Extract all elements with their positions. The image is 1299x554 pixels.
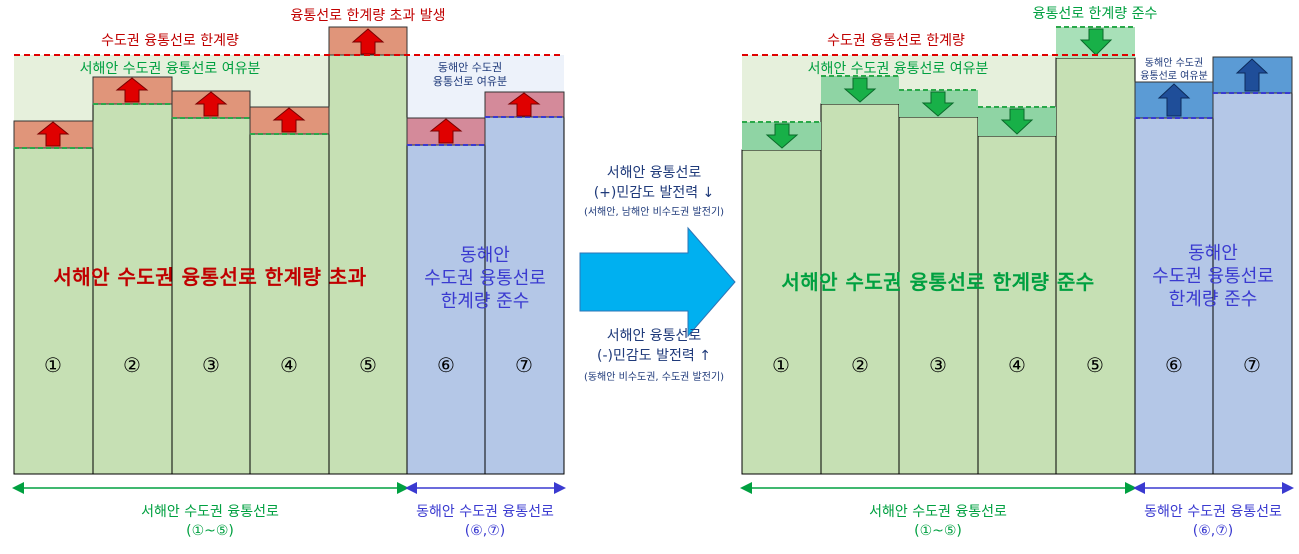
bar-number: ③ bbox=[202, 353, 220, 377]
bar-5 bbox=[1055, 57, 1136, 475]
down-arrow-icon bbox=[1000, 108, 1034, 135]
bar-number: ⑤ bbox=[359, 353, 377, 377]
bar-3 bbox=[171, 117, 251, 475]
east-text: 한계량 준수 bbox=[441, 291, 530, 312]
west-margin-label: 서해안 수도권 융통선로 여유분 bbox=[80, 61, 261, 77]
bar-number: ① bbox=[772, 353, 790, 377]
up-arrow-icon bbox=[115, 77, 149, 103]
bottom-east-label: 동해안 수도권 융통선로 bbox=[1144, 504, 1282, 520]
limit-label: 수도권 융통선로 한계량 bbox=[827, 33, 965, 49]
up-arrow-icon bbox=[429, 118, 463, 144]
east-text: 수도권 융통선로 bbox=[1152, 266, 1274, 287]
top-annotation: 융통선로 한계량 준수 bbox=[1033, 6, 1158, 22]
down-arrow-icon bbox=[1079, 28, 1113, 56]
bar-3 bbox=[898, 116, 979, 475]
bar-number: ⑥ bbox=[1165, 353, 1183, 377]
bar-1 bbox=[13, 147, 94, 475]
up-arrow-icon bbox=[194, 91, 228, 117]
left-panel: 융통선로 한계량 초과 발생 수도권 융통선로 한계량 서해안 수도권 융통선로… bbox=[12, 8, 566, 539]
bottom-west-label: 서해안 수도권 융통선로 bbox=[141, 504, 279, 520]
center-text: 서해안 수도권 융통선로 한계량 준수 bbox=[781, 270, 1094, 294]
lower-caption: (동해안 비수도권, 수도권 발전기) bbox=[584, 370, 724, 383]
down-arrow-icon bbox=[765, 123, 799, 149]
bar-number: ⑥ bbox=[437, 353, 455, 377]
bottom-east-label: 동해안 수도권 융통선로 bbox=[416, 504, 554, 520]
east-text: 동해안 bbox=[460, 245, 510, 266]
bar-number: ④ bbox=[1008, 353, 1026, 377]
bar-number: ⑦ bbox=[515, 353, 533, 377]
bottom-east-label: (⑥,⑦) bbox=[465, 523, 505, 539]
bar-number: ④ bbox=[280, 353, 298, 377]
east-text: 한계량 준수 bbox=[1169, 289, 1258, 310]
east-margin-label: 융통선로 여유분 bbox=[1140, 70, 1208, 82]
bottom-west-label: (①~⑤) bbox=[186, 523, 234, 539]
bar-number: ② bbox=[123, 353, 141, 377]
right-arrow-icon bbox=[579, 226, 736, 338]
east-margin-label: 융통선로 여유분 bbox=[433, 75, 507, 88]
upper-caption: 서해안 융통선로 bbox=[607, 165, 702, 181]
up-arrow-icon bbox=[1235, 58, 1269, 92]
up-arrow-icon bbox=[507, 92, 541, 117]
bottom-east-label: (⑥,⑦) bbox=[1193, 523, 1233, 539]
upper-caption: (+)민감도 발전력 ↓ bbox=[594, 185, 715, 201]
down-arrow-icon bbox=[843, 77, 877, 103]
up-arrow-icon bbox=[351, 28, 385, 55]
bottom-west-label: (①~⑤) bbox=[914, 523, 962, 539]
east-text: 수도권 융통선로 bbox=[424, 268, 546, 289]
east-margin-label: 동해안 수도권 bbox=[438, 60, 502, 74]
bottom-west-label: 서해안 수도권 융통선로 bbox=[869, 504, 1007, 520]
middle-transition: 서해안 융통선로 (+)민감도 발전력 ↓ (서해안, 남해안 비수도권 발전기… bbox=[579, 165, 736, 383]
bar-2 bbox=[92, 103, 173, 475]
up-arrow-icon bbox=[1157, 83, 1191, 117]
center-text: 서해안 수도권 융통선로 한계량 초과 bbox=[53, 265, 366, 289]
bar-number: ① bbox=[44, 353, 62, 377]
bar-number: ⑦ bbox=[1243, 353, 1261, 377]
east-margin-label: 동해안 수도권 bbox=[1145, 56, 1203, 69]
down-arrow-icon bbox=[921, 91, 955, 117]
bar-number: ② bbox=[851, 353, 869, 377]
bar-5 bbox=[328, 54, 408, 475]
right-panel: 융통선로 한계량 준수 수도권 융통선로 한계량 서해안 수도권 융통선로 여유… bbox=[740, 6, 1294, 539]
bar-number: ⑤ bbox=[1086, 353, 1104, 377]
bar-4 bbox=[249, 133, 330, 475]
bar-4 bbox=[977, 135, 1057, 475]
bar-number: ③ bbox=[929, 353, 947, 377]
lower-caption: (-)민감도 발전력 ↑ bbox=[597, 348, 711, 364]
bar-6 bbox=[1134, 81, 1214, 475]
limit-label: 수도권 융통선로 한계량 bbox=[101, 33, 239, 49]
east-text: 동해안 bbox=[1188, 243, 1238, 264]
up-arrow-icon bbox=[36, 121, 70, 147]
bar-1 bbox=[741, 149, 822, 475]
bar-7 bbox=[484, 116, 565, 475]
up-arrow-icon bbox=[272, 107, 306, 133]
upper-caption: (서해안, 남해안 비수도권 발전기) bbox=[584, 205, 724, 218]
west-margin-label: 서해안 수도권 융통선로 여유분 bbox=[808, 61, 989, 77]
top-annotation: 융통선로 한계량 초과 발생 bbox=[290, 8, 445, 24]
lower-caption: 서해안 융통선로 bbox=[607, 328, 702, 344]
